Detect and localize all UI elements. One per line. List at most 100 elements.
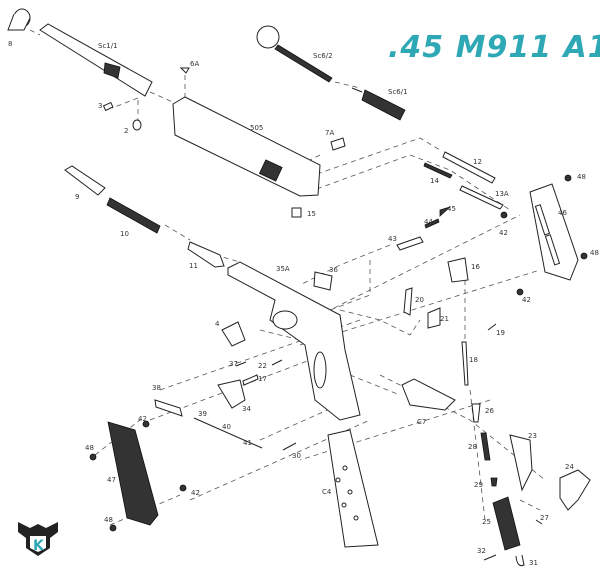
screw-part xyxy=(564,174,572,182)
leader-line xyxy=(519,499,541,511)
barrel-bushing-part xyxy=(7,8,31,31)
leader-line xyxy=(299,137,441,181)
label-35a: 35A xyxy=(276,265,290,273)
label-9: 9 xyxy=(75,193,79,201)
hammer-strut-pin-part xyxy=(487,323,497,331)
firing-pin-part xyxy=(442,151,496,184)
part-shape xyxy=(39,23,153,97)
label-47: 47 xyxy=(107,476,116,484)
label-41: 41 xyxy=(243,439,252,447)
rear-sight-part xyxy=(330,137,346,151)
slide-stop-part xyxy=(221,321,246,347)
label-21: 21 xyxy=(440,315,449,323)
label-505: 505 xyxy=(250,124,263,132)
screw-part xyxy=(89,453,97,461)
leader-line xyxy=(111,97,139,109)
label-11: 11 xyxy=(189,262,198,270)
label-22: 22 xyxy=(258,362,267,370)
leader-line xyxy=(309,214,521,321)
plunger-pin-part xyxy=(439,206,451,217)
bushing-part xyxy=(516,288,524,296)
pin-part xyxy=(282,442,297,451)
sear-part xyxy=(427,307,441,329)
brush-part xyxy=(351,87,406,121)
label-sc6-1: Sc6/1 xyxy=(388,88,408,96)
hammer-part xyxy=(447,257,469,283)
plunger-spring-part xyxy=(424,218,440,229)
disconnector-part xyxy=(403,287,413,316)
label-28: 28 xyxy=(468,443,477,451)
retainer-part xyxy=(490,477,498,487)
part-shape xyxy=(256,25,280,49)
grip-safety-part xyxy=(559,469,591,511)
label-15: 15 xyxy=(307,210,316,218)
part-shape xyxy=(7,13,31,31)
part-shape xyxy=(258,159,283,182)
plug-part xyxy=(64,165,106,196)
ejector-part xyxy=(313,271,333,291)
label-40: 40 xyxy=(222,423,231,431)
label-25: 25 xyxy=(482,518,491,526)
pin-part xyxy=(242,374,259,386)
screw-part xyxy=(580,252,588,260)
part-shape xyxy=(342,465,348,471)
part-shape xyxy=(544,234,561,266)
part-shape xyxy=(534,204,551,236)
front-sight-part xyxy=(179,67,190,74)
label-29: 29 xyxy=(474,481,483,489)
part-shape xyxy=(327,429,379,548)
label-42: 42 xyxy=(138,415,147,423)
part-shape xyxy=(347,489,353,495)
link-part xyxy=(132,119,142,131)
leader-line xyxy=(339,309,421,336)
label-c7: C7 xyxy=(417,418,426,426)
label-10: 10 xyxy=(120,230,129,238)
hammer-strut-part xyxy=(461,341,469,386)
leader-line xyxy=(349,374,401,396)
sear-spring-part xyxy=(509,434,533,492)
model-title: .45 M911 A1 xyxy=(388,30,600,65)
label-sc1-1: Sc1/1 xyxy=(98,42,118,50)
part-shape xyxy=(353,515,359,521)
left-grip-part xyxy=(107,421,159,526)
label-17: 17 xyxy=(258,375,267,383)
part-shape xyxy=(341,502,347,508)
label-23: 23 xyxy=(528,432,537,440)
part-shape xyxy=(172,96,321,197)
label-38: 38 xyxy=(152,384,161,392)
part-shape xyxy=(361,89,406,121)
brand-logo: K xyxy=(18,522,58,556)
pin-part xyxy=(271,359,283,366)
pin-part xyxy=(235,361,247,367)
mag-catch-part xyxy=(154,399,183,417)
label-37: 37 xyxy=(229,360,238,368)
label-16: 16 xyxy=(471,263,480,271)
label-20: 20 xyxy=(415,296,424,304)
part-shape xyxy=(103,62,121,79)
leader-line xyxy=(164,224,191,241)
label-sc6-2: Sc6/2 xyxy=(313,52,333,60)
label-31: 31 xyxy=(529,559,538,567)
ejector-pin-part xyxy=(459,185,504,210)
part-shape xyxy=(30,536,46,552)
leader-line xyxy=(259,329,301,341)
label-4: 4 xyxy=(215,320,220,328)
housing-part xyxy=(492,496,521,551)
label-39: 39 xyxy=(198,410,207,418)
leader-line xyxy=(329,260,371,311)
magazine-part xyxy=(327,429,379,548)
label-26: 26 xyxy=(485,407,494,415)
label-c4: C4 xyxy=(322,488,332,496)
label-14: 14 xyxy=(430,177,439,185)
cleaning-rod-part xyxy=(256,25,333,83)
bushing-part xyxy=(500,211,508,219)
guide-rod-part xyxy=(187,241,225,268)
plunger-tube-part xyxy=(396,236,424,251)
label-44: 44 xyxy=(424,218,433,226)
barrel-part xyxy=(39,23,153,97)
thumb-safety-part xyxy=(217,379,246,409)
label-27: 27 xyxy=(540,514,549,522)
right-grip-part xyxy=(529,183,579,281)
label-46: 46 xyxy=(558,209,567,217)
logo-letter: K xyxy=(33,538,45,554)
